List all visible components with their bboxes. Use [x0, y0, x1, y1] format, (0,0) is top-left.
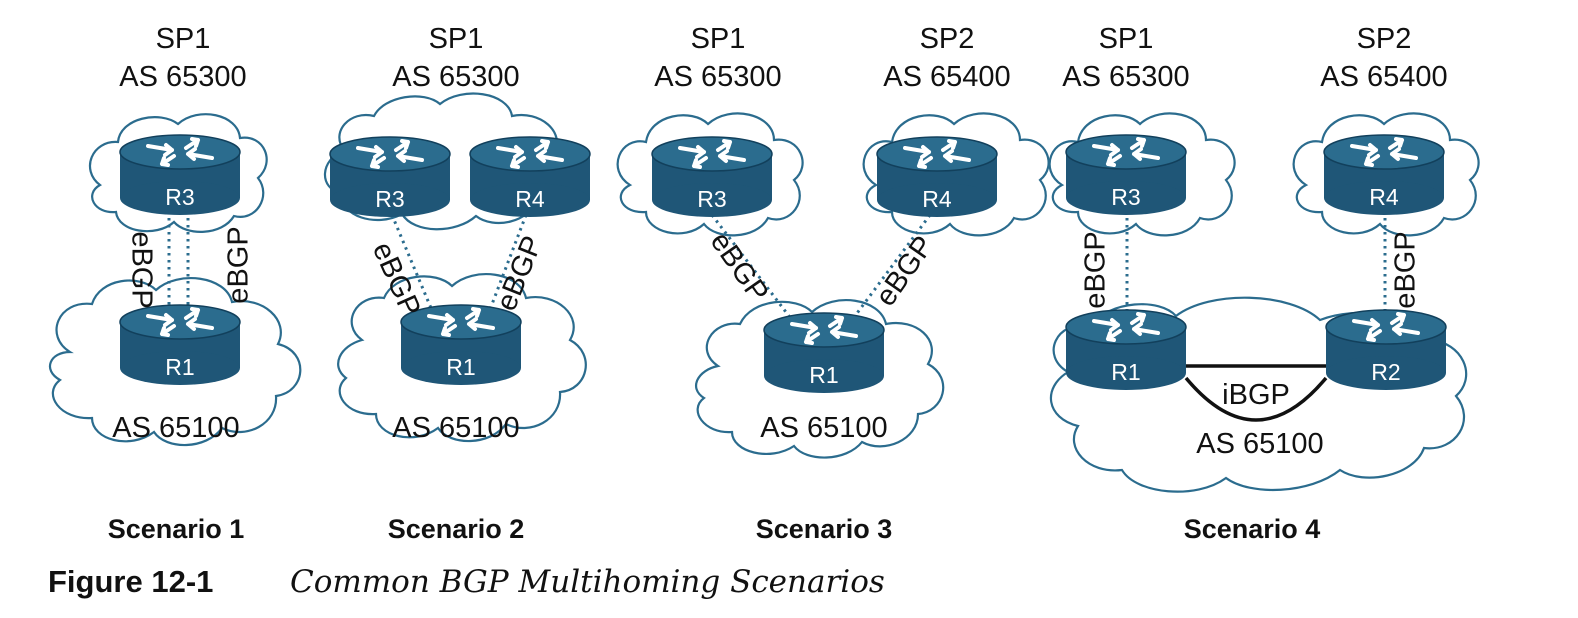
router-label: R1 — [446, 354, 475, 380]
router-label: R3 — [697, 186, 726, 212]
ebgp-link-left — [710, 214, 794, 321]
sp-as-label: AS 65300 — [119, 61, 246, 93]
scenario-title: Scenario 1 — [108, 514, 245, 544]
sp1-as-label: AS 65300 — [654, 61, 781, 93]
ebgp-label-left: eBGP — [704, 226, 775, 308]
router-r2: R2 — [1324, 308, 1448, 392]
figure-number: Figure 12-1 — [48, 564, 213, 599]
local-as-label: AS 65100 — [760, 412, 887, 444]
sp-as-label: AS 65300 — [392, 61, 519, 93]
sp2-as-label: AS 65400 — [883, 61, 1010, 93]
ebgp-label-left: eBGP — [125, 231, 157, 308]
sp1-name-label: SP1 — [1099, 23, 1154, 55]
router-r4: R4 — [1322, 133, 1446, 217]
router-label: R4 — [515, 186, 545, 212]
sp2-name-label: SP2 — [920, 23, 975, 55]
scenario-title: Scenario 4 — [1184, 514, 1321, 544]
ebgp-link-right — [484, 214, 528, 321]
router-r1: R1 — [399, 303, 523, 387]
scenario-2: SP1 AS 65300 R3 R4 R1 eBGP eBGP AS 65100… — [323, 23, 592, 544]
local-as-label: AS 65100 — [392, 412, 519, 444]
router-r4: R4 — [468, 135, 592, 219]
router-r3: R3 — [1064, 133, 1188, 217]
router-label: R1 — [1111, 359, 1140, 385]
ebgp-link-right — [850, 214, 932, 321]
router-r3: R3 — [118, 133, 242, 217]
router-r1: R1 — [762, 311, 886, 395]
router-label: R4 — [922, 186, 952, 212]
scenario-1: SP1 AS 65300 R3 R1 eBGP eBGP AS 65100 Sc… — [48, 23, 302, 544]
router-r3: R3 — [650, 135, 774, 219]
router-r4: R4 — [875, 135, 999, 219]
router-label: R3 — [375, 186, 404, 212]
sp-name-label: SP1 — [429, 23, 484, 55]
sp2-as-label: AS 65400 — [1320, 61, 1447, 93]
router-label: R1 — [165, 354, 194, 380]
router-r3: R3 — [328, 135, 452, 219]
ibgp-link-arc — [1184, 376, 1328, 422]
scenario-title: Scenario 3 — [756, 514, 893, 544]
router-r1: R1 — [118, 303, 242, 387]
sp-name-label: SP1 — [156, 23, 211, 55]
sp1-as-label: AS 65300 — [1062, 61, 1189, 93]
router-r1: R1 — [1064, 308, 1188, 392]
router-label: R3 — [1111, 184, 1140, 210]
scenario-4: SP1 AS 65300 SP2 AS 65400 R3 R4 R1 R2 eB… — [1048, 23, 1480, 544]
router-label: R3 — [165, 184, 194, 210]
ebgp-link-left — [390, 214, 438, 321]
router-label: R1 — [809, 362, 838, 388]
scenario-3: SP1 AS 65300 SP2 AS 65400 R3 R4 R1 eBGP … — [616, 23, 1050, 544]
router-label: R2 — [1371, 359, 1400, 385]
figure-title: Common BGP Multihoming Scenarios — [290, 564, 885, 600]
sp1-name-label: SP1 — [691, 23, 746, 55]
scenario-title: Scenario 2 — [388, 514, 525, 544]
ebgp-label-left: eBGP — [1080, 231, 1112, 308]
ebgp-label-right: eBGP — [1390, 231, 1422, 308]
sp2-name-label: SP2 — [1357, 23, 1412, 55]
local-as-label: AS 65100 — [112, 412, 239, 444]
local-as-label: AS 65100 — [1196, 428, 1323, 460]
figure-caption: Figure 12-1 Common BGP Multihoming Scena… — [48, 564, 885, 600]
ibgp-label: iBGP — [1222, 379, 1290, 411]
ebgp-label-right: eBGP — [223, 226, 255, 303]
router-label: R4 — [1369, 184, 1399, 210]
ebgp-label-right: eBGP — [870, 230, 941, 312]
